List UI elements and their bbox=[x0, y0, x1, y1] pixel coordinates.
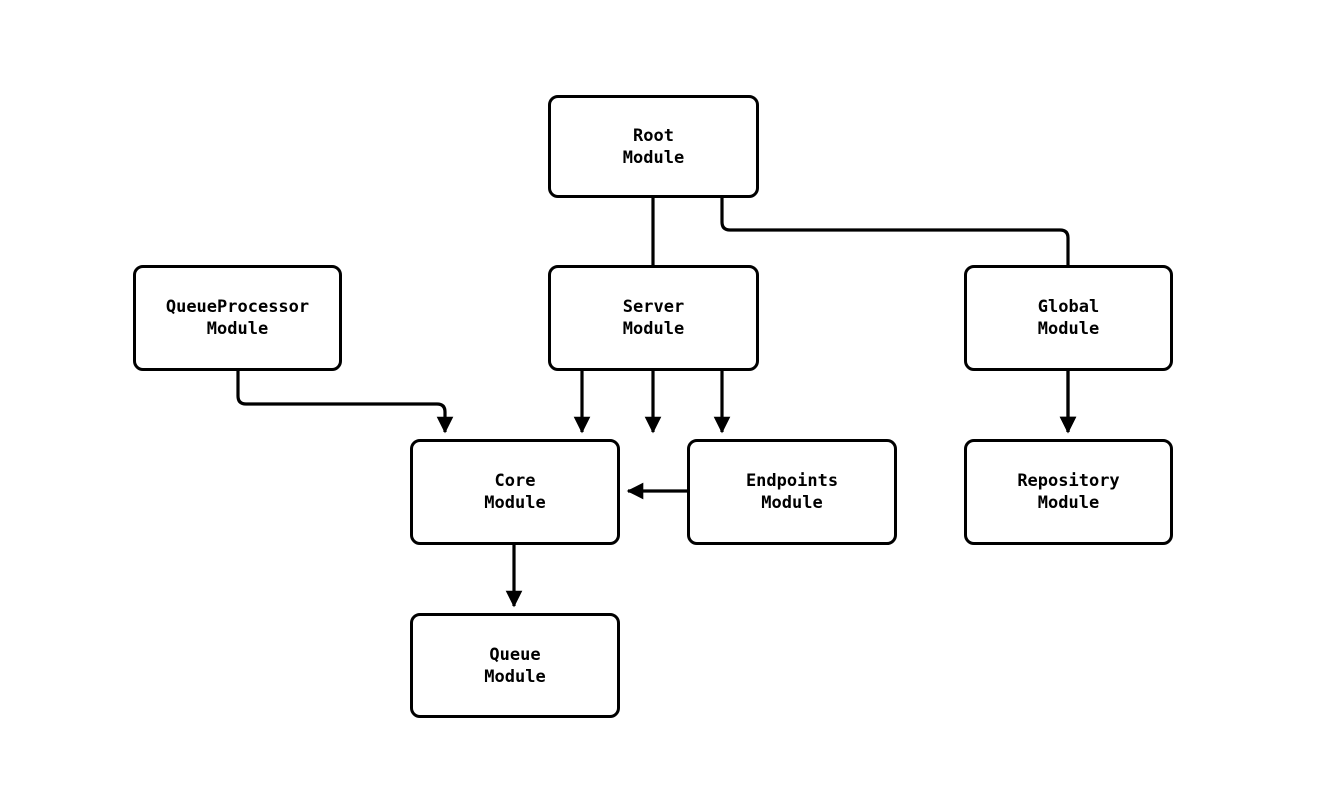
node-global-module-subtitle: Module bbox=[1037, 319, 1100, 339]
node-queueprocessor-module-title: QueueProcessor bbox=[165, 297, 310, 317]
node-server-module-title: Server bbox=[622, 297, 685, 317]
node-core-module-title: Core bbox=[494, 471, 536, 491]
edge-queueprocessor-to-core bbox=[236, 371, 454, 434]
node-queueprocessor-module[interactable]: QueueProcessor Module bbox=[133, 265, 342, 371]
node-endpoints-module-title: Endpoints bbox=[745, 471, 839, 491]
node-repository-module-title: Repository bbox=[1017, 471, 1120, 491]
node-global-module-title: Global bbox=[1037, 297, 1100, 317]
node-global-module[interactable]: Global Module bbox=[964, 265, 1173, 371]
node-repository-module-subtitle: Module bbox=[1037, 493, 1100, 513]
node-repository-module[interactable]: Repository Module bbox=[964, 439, 1173, 545]
node-queueprocessor-module-subtitle: Module bbox=[206, 319, 269, 339]
node-endpoints-module-subtitle: Module bbox=[761, 493, 823, 513]
node-root-module-subtitle: Module bbox=[622, 147, 685, 168]
node-endpoints-module[interactable]: Endpoints Module bbox=[687, 439, 897, 545]
node-root-module[interactable]: Root Module bbox=[548, 95, 759, 198]
node-queue-module[interactable]: Queue Module bbox=[410, 613, 620, 718]
node-server-module[interactable]: Server Module bbox=[548, 265, 759, 371]
node-queue-module-title: Queue bbox=[489, 644, 541, 665]
node-root-module-title: Root bbox=[633, 125, 674, 146]
node-queue-module-subtitle: Module bbox=[484, 666, 546, 687]
edge-root-to-global bbox=[720, 198, 1077, 434]
node-core-module[interactable]: Core Module bbox=[410, 439, 620, 545]
node-core-module-subtitle: Module bbox=[484, 493, 546, 513]
node-server-module-subtitle: Module bbox=[622, 319, 685, 339]
